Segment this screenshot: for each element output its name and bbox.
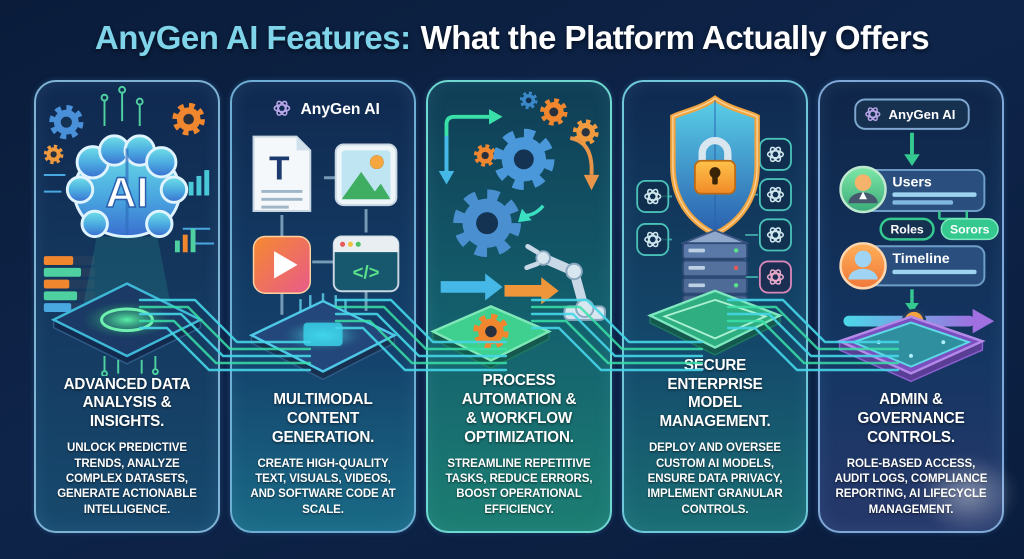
gear-icon — [53, 108, 80, 135]
platform-icon — [647, 289, 783, 356]
panel-body: DEPLOY AND OVERSEE CUSTOM AI MODELS, ENS… — [647, 440, 783, 516]
timeline-card: Timeline — [839, 242, 986, 290]
panel-advanced-data-analysis: AI — [34, 80, 220, 533]
chip-platform-icon — [248, 299, 398, 381]
image-icon — [334, 143, 398, 207]
gear-icon — [543, 101, 565, 123]
users-label: Users — [892, 175, 932, 191]
panel-heading: ADMIN & GOVERNANCE CONTROLS. — [857, 390, 965, 446]
panel-heading: PROCESS AUTOMATION & & WORKFLOW OPTIMIZA… — [461, 372, 577, 446]
panel-multimodal-content: AnyGen AI T — [230, 80, 416, 533]
automation-illustration — [428, 82, 610, 372]
panel-body: CREATE HIGH-QUALITY TEXT, VISUALS, VIDEO… — [250, 455, 396, 516]
code-window-icon: </> — [332, 235, 400, 293]
roles-pill: Roles — [879, 217, 935, 241]
panel-heading: ADVANCED DATA ANALYSIS & INSIGHTS. — [63, 375, 191, 431]
anygen-logo: AnyGen AI — [273, 99, 380, 118]
ai-brain-illustration: AI — [36, 82, 218, 376]
governance-illustration: AnyGen AI Users — [820, 82, 1002, 391]
padlock-icon — [693, 136, 737, 195]
gear-icon — [499, 135, 548, 184]
model-node-icon — [758, 137, 792, 294]
model-node-icon — [636, 179, 670, 256]
process-arrows-icon — [440, 273, 559, 305]
bar-chart-icon — [174, 228, 196, 253]
panel-body: ROLE-BASED ACCESS, AUDIT LOGS, COMPLIANC… — [834, 455, 988, 516]
badge-text: AnyGen AI — [888, 107, 955, 122]
spiral-logo-icon — [273, 99, 291, 118]
page-title: AnyGen AI Features: What the Platform Ac… — [0, 0, 1024, 76]
flow-arrow-icon — [438, 109, 600, 223]
panel-heading: MULTIMODAL CONTENT GENERATION. — [271, 390, 375, 446]
logo-text: AnyGen AI — [300, 101, 379, 118]
data-bars-icon — [43, 256, 95, 312]
gear-icon — [460, 196, 514, 250]
video-play-icon — [252, 235, 312, 294]
ai-label: AI — [105, 169, 148, 217]
panel-body: STREAMLINE REPETITIVE TASKS, REDUCE ERRO… — [445, 455, 593, 516]
text-document-icon: T — [252, 135, 312, 213]
panel-secure-enterprise: SECURE ENTERPRISE MODEL MANAGEMENT. DEPL… — [622, 80, 808, 533]
panel-admin-governance: AnyGen AI Users — [818, 80, 1004, 533]
security-illustration — [624, 82, 806, 357]
content-types-illustration: AnyGen AI T — [232, 82, 414, 391]
code-glyph: </> — [353, 262, 380, 283]
robot-arm-icon — [524, 243, 607, 321]
gear-icon — [176, 106, 202, 132]
anygen-badge: AnyGen AI — [854, 98, 970, 130]
roles-label: Roles — [890, 223, 923, 237]
timeline-label: Timeline — [892, 251, 949, 267]
ai-brain-icon: AI — [65, 134, 189, 239]
gear-icon — [519, 91, 538, 110]
security-shield-icon — [670, 95, 760, 238]
title-rest: What the Platform Actually Offers — [420, 19, 930, 56]
panel-process-automation: PROCESS AUTOMATION & & WORKFLOW OPTIMIZA… — [426, 80, 612, 533]
feature-panels: AI — [34, 80, 1004, 533]
panel-heading: SECURE ENTERPRISE MODEL MANAGEMENT. — [659, 356, 771, 431]
circuit-lines-icon — [100, 85, 144, 127]
gear-icon — [476, 146, 494, 164]
gear-icon — [43, 144, 64, 165]
sorors-pill: Sorors — [940, 218, 999, 241]
doc-glyph: T — [269, 151, 289, 188]
panel-body: UNLOCK PREDICTIVE TRENDS, ANALYZE COMPLE… — [57, 440, 197, 516]
platform-icon — [430, 304, 552, 370]
sorors-label: Sorors — [950, 223, 990, 237]
title-highlight: AnyGen AI Features: — [94, 19, 411, 56]
users-card: Users — [839, 165, 986, 214]
